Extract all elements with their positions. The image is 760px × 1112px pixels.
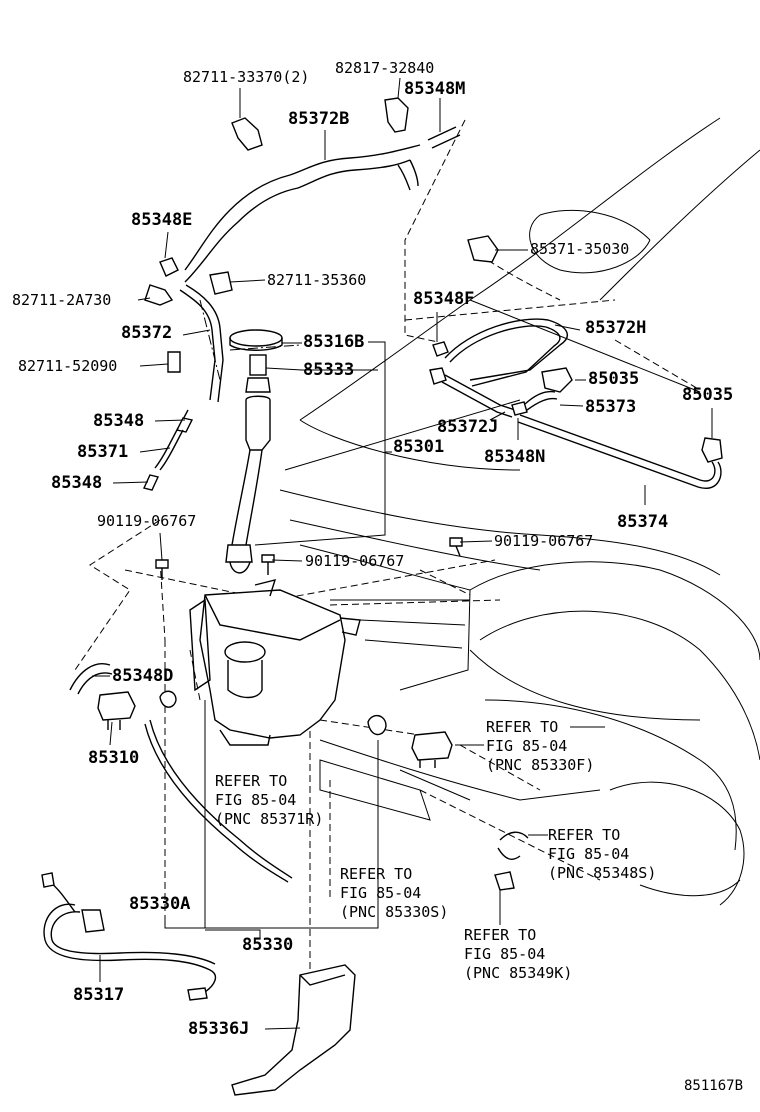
label-85372h: 85372H xyxy=(585,318,646,338)
label-85374: 85374 xyxy=(617,512,668,532)
pump-85310 xyxy=(69,663,177,730)
label-refer-3c: (PNC 85348S) xyxy=(548,864,656,882)
clip-85348e xyxy=(144,257,233,306)
label-85336j: 85336J xyxy=(188,1019,249,1039)
grommet-85330s xyxy=(367,715,387,736)
label-85348d: 85348D xyxy=(112,666,173,686)
label-85310: 85310 xyxy=(88,748,139,768)
label-82711-35360: 82711-35360 xyxy=(267,271,366,289)
hose-85372b xyxy=(184,97,461,283)
label-82711-2a730: 82711-2A730 xyxy=(12,291,111,309)
label-85372: 85372 xyxy=(121,323,172,343)
label-refer-1a: REFER TO xyxy=(486,718,558,736)
wire-harness-85317 xyxy=(41,872,217,1001)
clip-85371-35030 xyxy=(467,235,499,263)
label-refer-2c: (PNC 85371R) xyxy=(215,810,323,828)
label-85348-2: 85348 xyxy=(51,473,102,493)
label-refer-1b: FIG 85-04 xyxy=(486,737,567,755)
label-refer-5b: FIG 85-04 xyxy=(464,945,545,963)
part-number-labels: 82711-33370(2) 82817-32840 85348M 85372B 853… xyxy=(12,59,743,1094)
label-refer-2b: FIG 85-04 xyxy=(215,791,296,809)
vehicle-body-outline xyxy=(279,117,760,906)
label-refer-2a: REFER TO xyxy=(215,772,287,790)
label-85330a: 85330A xyxy=(129,894,190,914)
nozzle-85035 xyxy=(541,367,723,463)
label-90119-a: 90119-06767 xyxy=(97,512,196,530)
label-refer-4c: (PNC 85330S) xyxy=(340,903,448,921)
label-90119-b: 90119-06767 xyxy=(494,532,593,550)
label-refer-5a: REFER TO xyxy=(464,926,536,944)
label-diagram-id: 851167B xyxy=(684,1078,743,1094)
label-85372b: 85372B xyxy=(288,109,349,129)
leader-lines xyxy=(92,77,713,1030)
label-refer-1c: (PNC 85330F) xyxy=(486,756,594,774)
label-85348n: 85348N xyxy=(484,447,545,467)
label-85333: 85333 xyxy=(303,360,354,380)
label-85348m: 85348M xyxy=(404,79,465,99)
bolts-90119 xyxy=(155,537,463,580)
filler-neck-85301 xyxy=(225,329,283,574)
label-refer-5c: (PNC 85349K) xyxy=(464,964,572,982)
label-85348e: 85348E xyxy=(131,210,192,230)
hose-85374 xyxy=(517,414,722,490)
label-85317: 85317 xyxy=(73,985,124,1005)
label-85035-a: 85035 xyxy=(588,369,639,389)
pump-85330f xyxy=(411,731,453,768)
connectors-85348-85371 xyxy=(143,409,194,491)
washer-tank xyxy=(189,579,361,746)
hose-85348s xyxy=(494,831,529,891)
hose-85372j xyxy=(441,374,528,418)
label-82711-33370: 82711-33370(2) xyxy=(183,68,309,86)
dashed-reference-lines xyxy=(74,119,701,1000)
bracket-lines xyxy=(164,341,392,938)
label-85373: 85373 xyxy=(585,397,636,417)
label-85330: 85330 xyxy=(242,935,293,955)
hose-85372 xyxy=(167,284,224,403)
label-85348: 85348 xyxy=(93,411,144,431)
label-82817-32840: 82817-32840 xyxy=(335,59,434,77)
label-refer-3b: FIG 85-04 xyxy=(548,845,629,863)
label-85371-35030: 85371-35030 xyxy=(530,240,629,258)
label-85371: 85371 xyxy=(77,442,128,462)
label-85348f: 85348F xyxy=(413,289,474,309)
label-refer-3a: REFER TO xyxy=(548,826,620,844)
label-refer-4a: REFER TO xyxy=(340,865,412,883)
label-90119-c: 90119-06767 xyxy=(305,552,404,570)
hose-85373 xyxy=(524,390,558,411)
label-85035-b: 85035 xyxy=(682,385,733,405)
label-82711-52090: 82711-52090 xyxy=(18,357,117,375)
shield-85336j xyxy=(231,964,356,1096)
label-85301: 85301 xyxy=(393,437,444,457)
label-85316b: 85316B xyxy=(303,332,364,352)
label-refer-4b: FIG 85-04 xyxy=(340,884,421,902)
label-85372j: 85372J xyxy=(437,417,498,437)
hose-85372h xyxy=(429,318,568,387)
hose-85371r xyxy=(144,719,293,883)
